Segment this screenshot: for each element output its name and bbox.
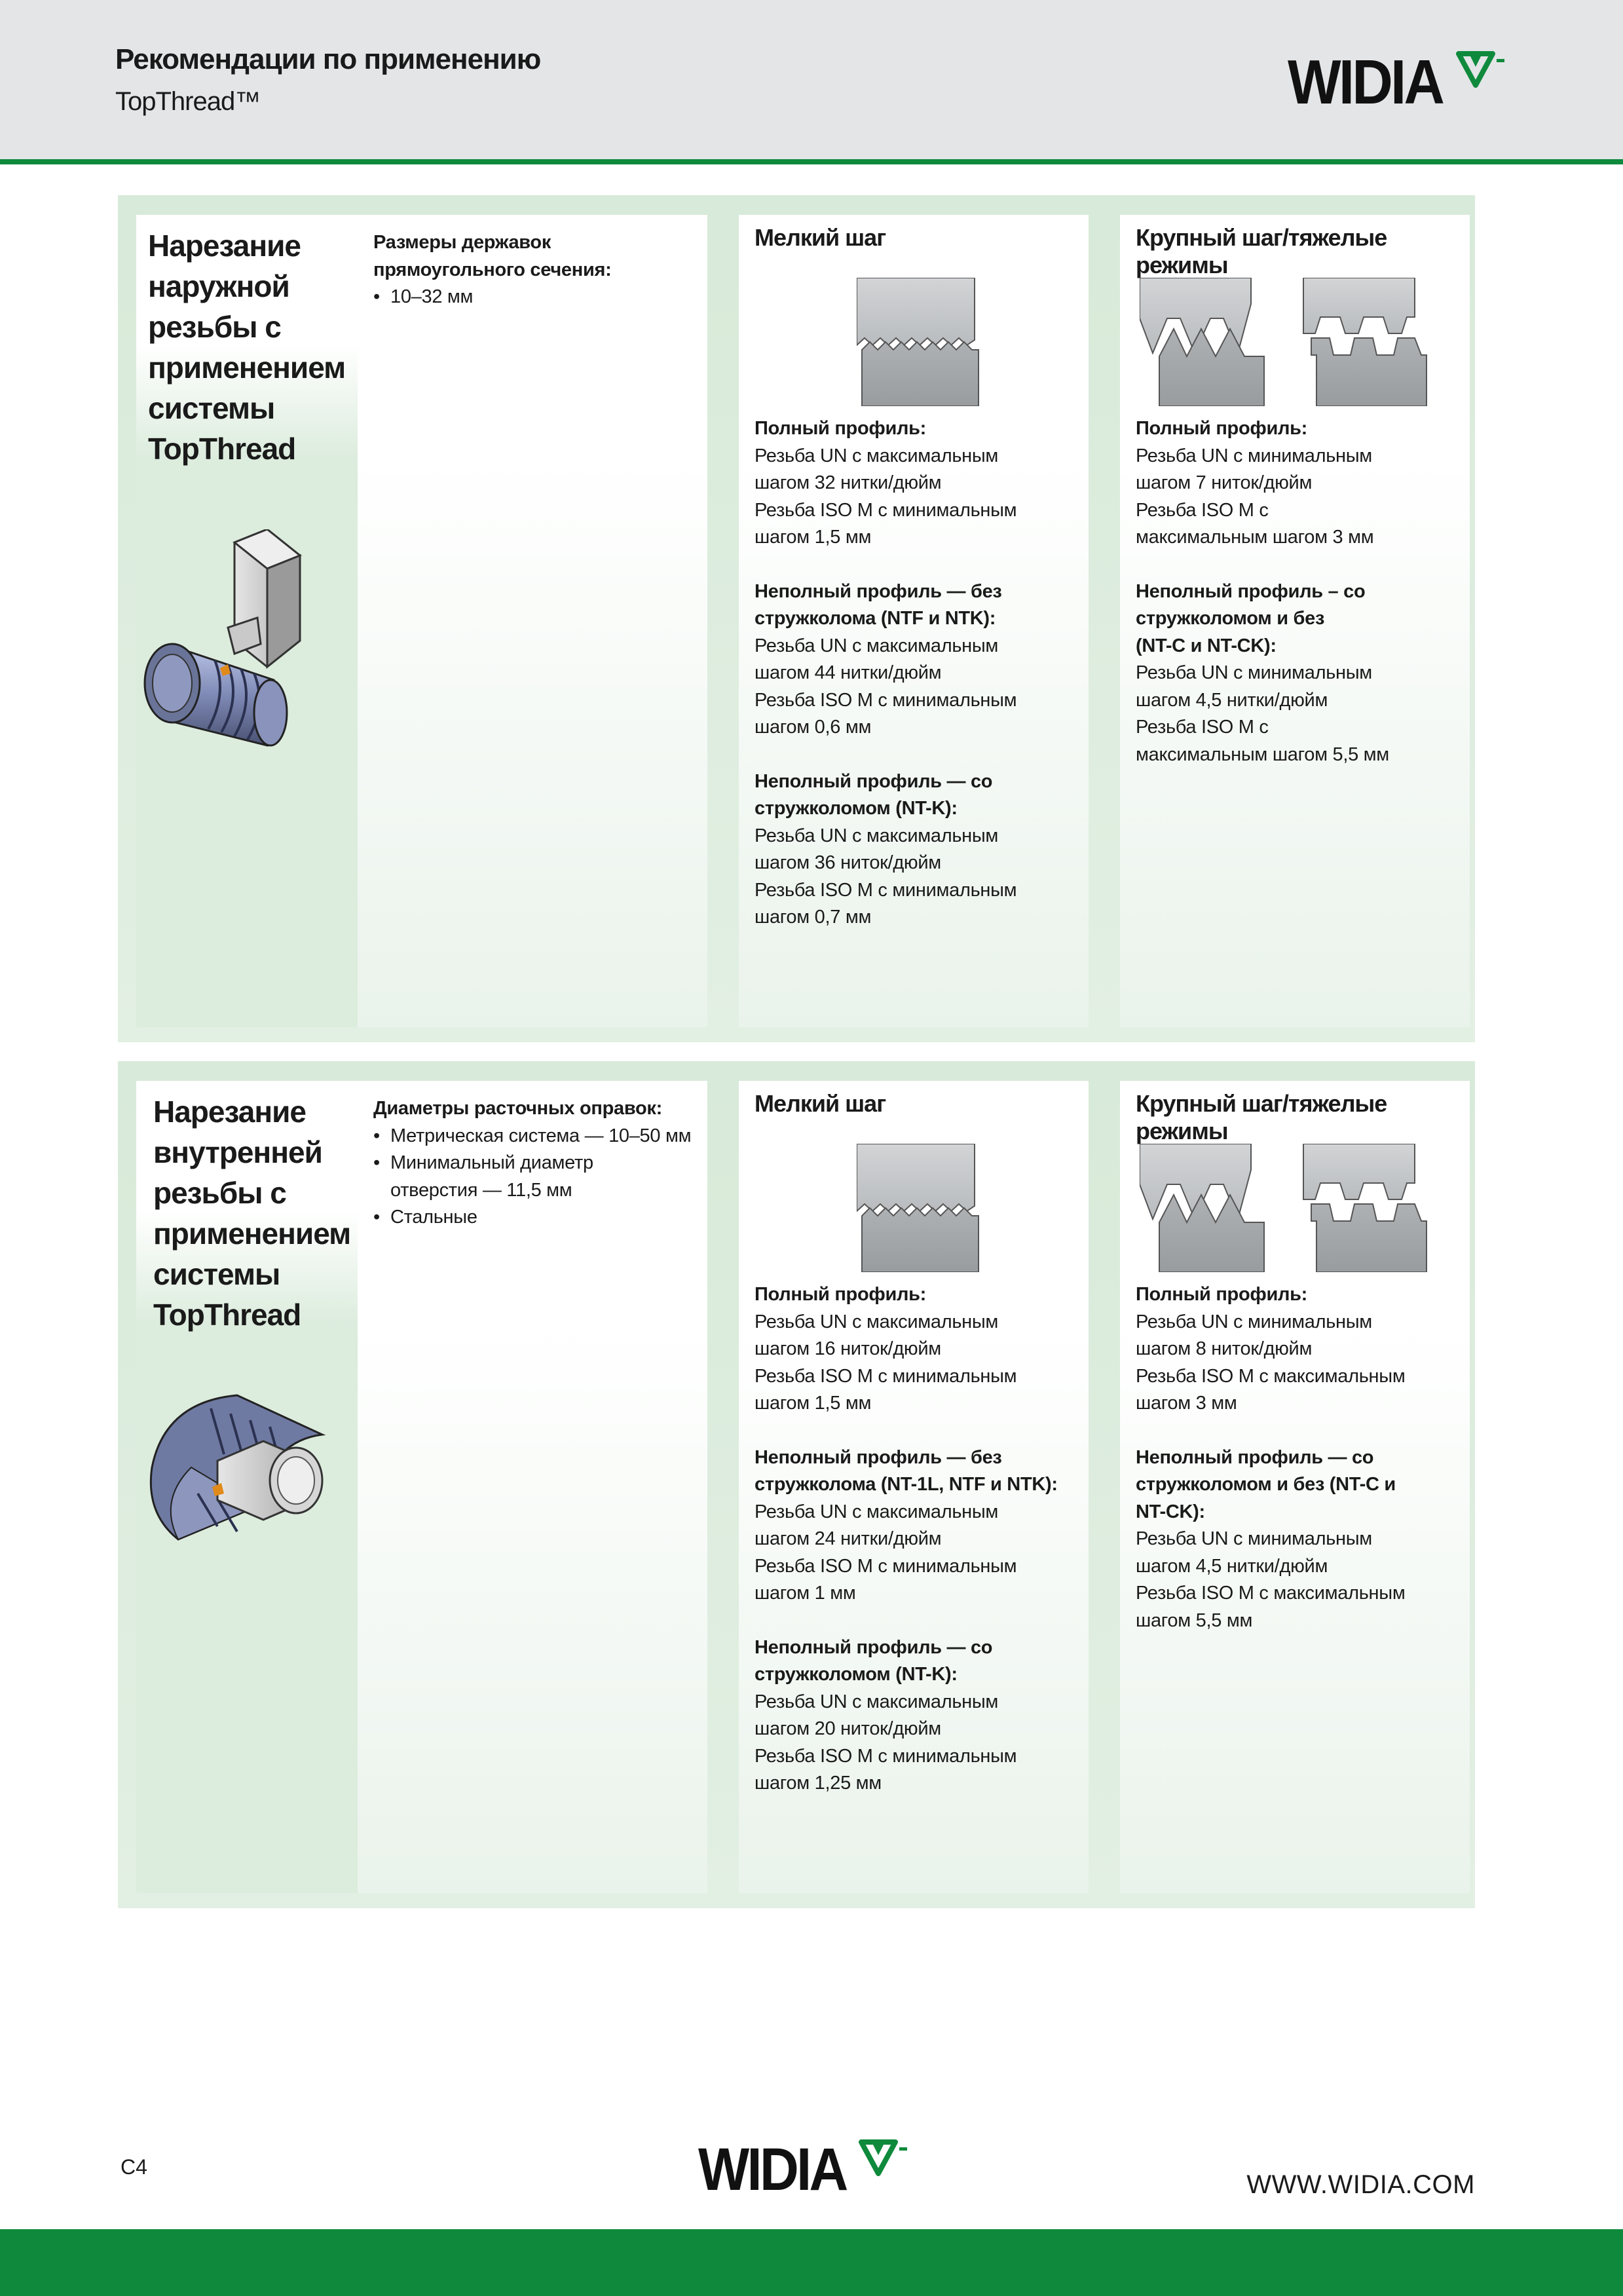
fine-block: Полный профиль: Резьба UN с максимальным… xyxy=(755,1284,1017,1414)
coarse-pitch-text: Полный профиль: Резьба UN с минимальным … xyxy=(1136,1281,1463,1661)
specs-list: 10–32 мм xyxy=(373,284,611,311)
specs-column: Размеры державок прямоугольного сечения:… xyxy=(358,215,707,1027)
footer-widia-logo: WIDIA xyxy=(698,2139,911,2200)
coarse-pitch-heading: Крупный шаг/тяжелые режимы xyxy=(1136,224,1387,278)
list-item: Метрическая система — 10–50 мм xyxy=(373,1123,701,1150)
specs-column: Диаметры расточных оправок: Метрическая … xyxy=(358,1081,707,1893)
fine-pitch-column: Мелкий шаг Полный профиль: Резьба UN с м… xyxy=(739,215,1089,1027)
section-title: Нарезание внутренней резьбы с применение… xyxy=(153,1095,351,1332)
coarse-pitch-column: Крупный шаг/тяжелые режимы Полный профил… xyxy=(1120,215,1470,1027)
coarse-thread-profile-icon xyxy=(1140,1144,1427,1272)
external-threading-section: Нарезание наружной резьбы с применением … xyxy=(118,195,1475,1042)
specs-heading: Размеры державок прямоугольного сечения: xyxy=(373,232,612,280)
fine-block: Полный профиль: Резьба UN с максимальным… xyxy=(755,418,1017,548)
page-header: Рекомендации по применению TopThread™ WI… xyxy=(0,0,1623,164)
list-item: 10–32 мм xyxy=(373,284,611,311)
website-link[interactable]: WWW.WIDIA.COM xyxy=(1246,2170,1475,2199)
coarse-thread-profile-icon xyxy=(1140,278,1427,406)
fine-pitch-column: Мелкий шаг Полный профиль: Резьба UN с м… xyxy=(739,1081,1089,1893)
coarse-block: Полный профиль: Резьба UN с минимальным … xyxy=(1136,1284,1406,1414)
coarse-pitch-column: Крупный шаг/тяжелые режимы Полный профил… xyxy=(1120,1081,1470,1893)
internal-threading-tool-illustration xyxy=(149,1394,326,1541)
fine-thread-profile-icon xyxy=(857,1144,979,1272)
page-title: Рекомендации по применению xyxy=(115,43,541,75)
coarse-pitch-heading: Крупный шаг/тяжелые режимы xyxy=(1136,1090,1387,1144)
widia-logo: WIDIA xyxy=(1288,51,1508,114)
page-number: C4 xyxy=(121,2155,147,2179)
coarse-pitch-text: Полный профиль: Резьба UN с минимальным … xyxy=(1136,415,1463,795)
list-item: Стальные xyxy=(373,1204,701,1232)
fine-block: Неполный профиль — со стружколомом (NT-K… xyxy=(755,770,1017,928)
logo-triangle-icon xyxy=(1455,51,1504,88)
logo-wordmark: WIDIA xyxy=(1288,47,1445,117)
logo-wordmark: WIDIA xyxy=(698,2136,848,2203)
fine-pitch-heading: Мелкий шаг xyxy=(755,1090,886,1117)
fine-block: Неполный профиль — со стружколомом (NT-K… xyxy=(755,1636,1017,1794)
footer-bar xyxy=(0,2229,1623,2296)
fine-block: Неполный профиль — без стружколома (NT-1… xyxy=(755,1446,1058,1604)
coarse-block: Неполный профиль — со стружколомом и без… xyxy=(1136,1446,1406,1631)
specs-list: Метрическая система — 10–50 мм Минимальн… xyxy=(373,1123,701,1232)
internal-threading-section: Нарезание внутренней резьбы с применение… xyxy=(118,1061,1475,1908)
fine-block: Неполный профиль — без стружколома (NTF … xyxy=(755,580,1017,738)
fine-thread-profile-icon xyxy=(857,278,979,406)
specs-heading: Диаметры расточных оправок: xyxy=(373,1098,662,1119)
list-item: Минимальный диаметр отверстия — 11,5 мм xyxy=(373,1150,701,1204)
external-threading-tool-illustration xyxy=(143,529,302,747)
logo-triangle-icon xyxy=(858,2139,907,2176)
coarse-block: Неполный профиль – со стружколомом и без… xyxy=(1136,580,1389,765)
fine-pitch-heading: Мелкий шаг xyxy=(755,224,886,251)
section-title: Нарезание наружной резьбы с применением … xyxy=(148,229,346,466)
fine-pitch-text: Полный профиль: Резьба UN с максимальным… xyxy=(755,415,1082,958)
fine-pitch-text: Полный профиль: Резьба UN с максимальным… xyxy=(755,1281,1082,1824)
page-subtitle: TopThread™ xyxy=(115,87,261,116)
coarse-block: Полный профиль: Резьба UN с минимальным … xyxy=(1136,418,1374,548)
